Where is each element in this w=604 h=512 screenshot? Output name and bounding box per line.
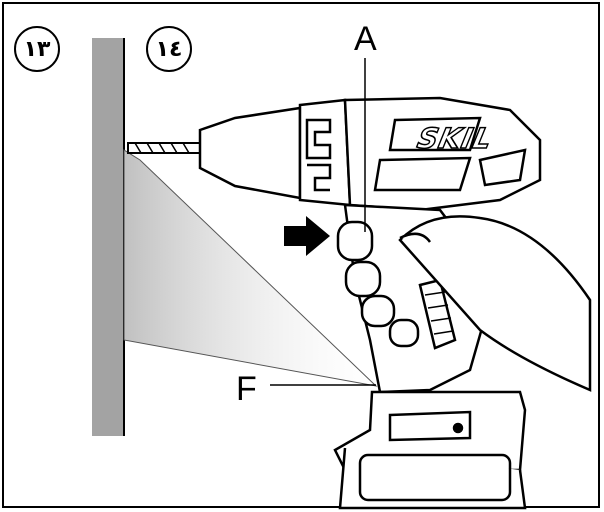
hand <box>336 215 592 392</box>
wall <box>92 38 124 436</box>
light-beam <box>123 149 378 387</box>
drill-body <box>343 96 542 212</box>
pointer-arrow <box>284 216 330 256</box>
step-badge-13: ١٣ <box>14 26 60 72</box>
callout-a: A <box>354 20 377 58</box>
battery-pack <box>333 390 527 510</box>
drill-bit <box>127 142 201 154</box>
step-badge-14: ١٤ <box>146 26 192 72</box>
brand-logo: SKIL <box>414 121 497 156</box>
drill-chuck <box>198 98 352 207</box>
callout-f: F <box>236 370 257 408</box>
